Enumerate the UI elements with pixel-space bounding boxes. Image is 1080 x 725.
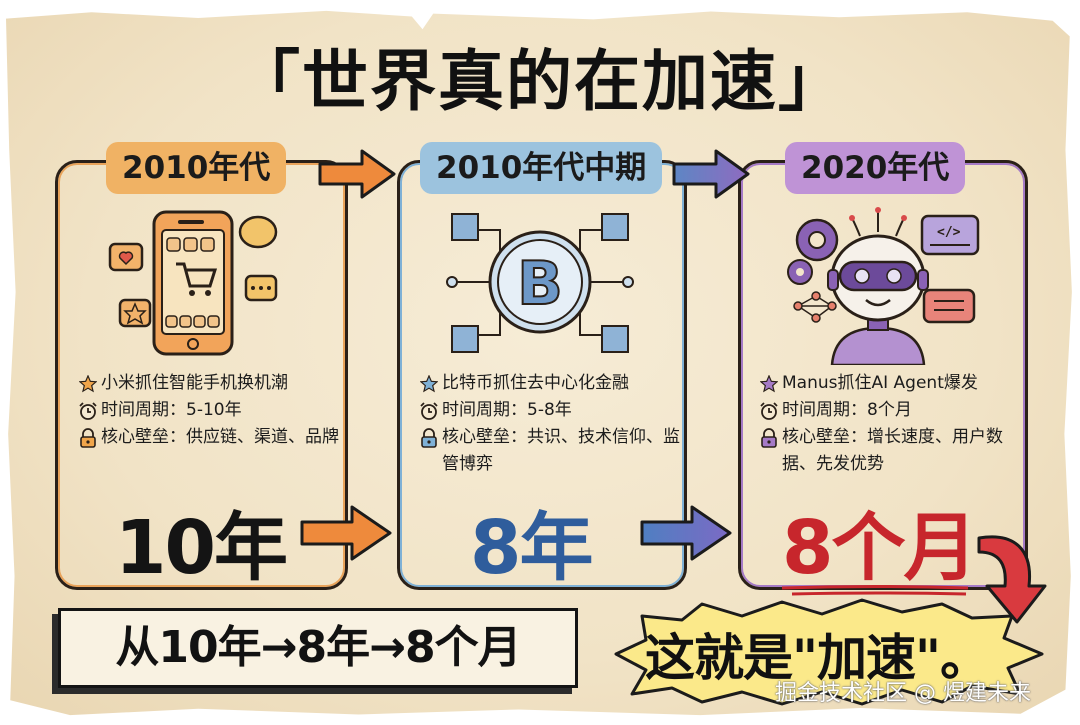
fact-text: 核心壁垒：增长速度、用户数据、先发优势 <box>782 427 1003 474</box>
fact-item: 时间周期：5-8年 <box>416 397 686 424</box>
star-icon <box>416 370 442 397</box>
duration-2010s: 10年 <box>115 505 288 591</box>
star-icon <box>75 370 101 397</box>
summary-box: 从10年→8年→8个月 <box>58 608 578 688</box>
era-facts-2020s: Manus抓住AI Agent爆发 时间周期：8个月 核心壁垒：增长速度、用户数… <box>756 370 1026 478</box>
era-facts-2010s: 小米抓住智能手机换机潮 时间周期：5-10年 核心壁垒：供应链、渠道、品牌 <box>75 370 345 451</box>
fact-text: 核心壁垒：供应链、渠道、品牌 <box>101 427 339 447</box>
fact-text: 比特币抓住去中心化金融 <box>442 373 629 393</box>
svg-text:</>: </> <box>937 225 961 240</box>
padlock-icon <box>756 424 782 451</box>
arrow-right-icon <box>672 148 750 200</box>
star-icon <box>756 370 782 397</box>
svg-text:B: B <box>517 249 563 319</box>
smartphone-shopping-icon <box>82 200 302 365</box>
bitcoin-blockchain-icon: B <box>430 200 650 365</box>
alarm-clock-icon <box>756 397 782 424</box>
fact-text: 时间周期：5-10年 <box>101 400 242 420</box>
arrow-right-icon <box>640 504 732 562</box>
era-label-2010s: 2010年代 <box>106 142 287 194</box>
era-label-mid-2010s: 2010年代中期 <box>420 142 663 194</box>
double-underline <box>780 582 970 596</box>
duration-mid-2010s: 8年 <box>470 505 593 591</box>
fact-item: 时间周期：8个月 <box>756 397 1026 424</box>
fact-item: Manus抓住AI Agent爆发 <box>756 370 1026 397</box>
arrow-right-icon <box>300 504 392 562</box>
watermark: 掘金技术社区 @ 煜建未来 <box>775 681 1031 706</box>
era-label-2020s: 2020年代 <box>785 142 966 194</box>
arrow-right-icon <box>318 148 396 200</box>
summary-text: 从10年→8年→8个月 <box>115 622 521 673</box>
callout-text: 这就是"加速"。 <box>645 629 990 687</box>
fact-text: 时间周期：8个月 <box>782 400 912 420</box>
callout-burst <box>612 598 1052 708</box>
fact-item: 核心壁垒：共识、技术信仰、监管博弈 <box>416 424 686 478</box>
page-title: 「世界真的在加速」 <box>234 43 846 120</box>
alarm-clock-icon <box>75 397 101 424</box>
fact-text: 核心壁垒：共识、技术信仰、监管博弈 <box>442 427 680 474</box>
padlock-icon <box>416 424 442 451</box>
fact-text: 时间周期：5-8年 <box>442 400 572 420</box>
ai-robot-icon: </> <box>772 200 992 367</box>
fact-item: 比特币抓住去中心化金融 <box>416 370 686 397</box>
era-facts-mid-2010s: 比特币抓住去中心化金融 时间周期：5-8年 核心壁垒：共识、技术信仰、监管博弈 <box>416 370 686 478</box>
fact-item: 时间周期：5-10年 <box>75 397 345 424</box>
alarm-clock-icon <box>416 397 442 424</box>
fact-item: 核心壁垒：增长速度、用户数据、先发优势 <box>756 424 1026 478</box>
fact-item: 核心壁垒：供应链、渠道、品牌 <box>75 424 345 451</box>
fact-text: Manus抓住AI Agent爆发 <box>782 373 978 393</box>
fact-item: 小米抓住智能手机换机潮 <box>75 370 345 397</box>
duration-2020s: 8个月 <box>782 505 977 591</box>
curved-arrow-down-icon <box>975 528 1053 624</box>
padlock-icon <box>75 424 101 451</box>
fact-text: 小米抓住智能手机换机潮 <box>101 373 288 393</box>
